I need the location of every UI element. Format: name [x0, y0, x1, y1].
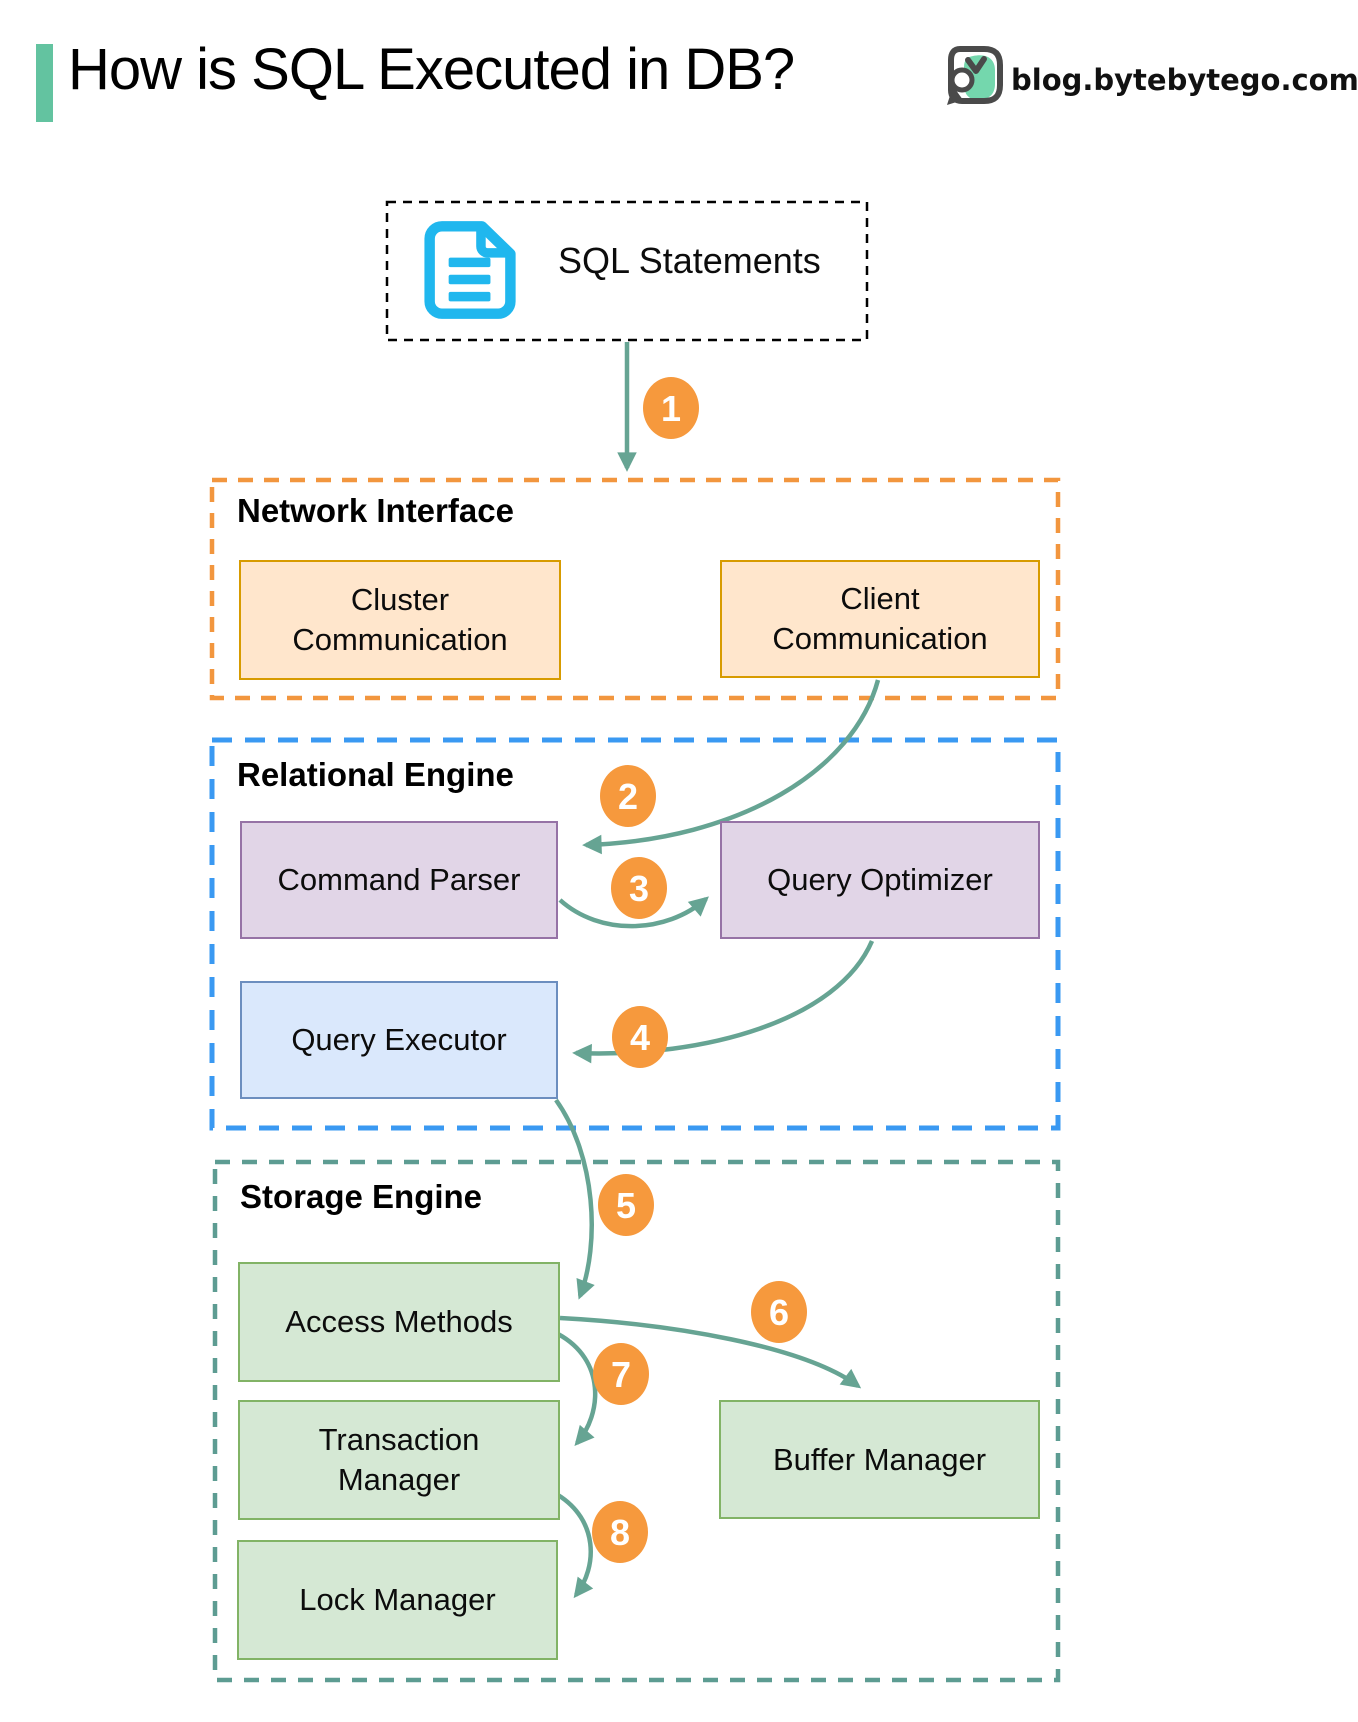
svg-text:1: 1 [661, 388, 681, 429]
node-label: Access Methods [285, 1304, 513, 1340]
flow-arrow-6 [559, 1315, 862, 1389]
svg-text:6: 6 [769, 1292, 789, 1333]
svg-text:7: 7 [611, 1354, 631, 1395]
container-network-interface [209, 477, 1061, 701]
node-label: Query Optimizer [767, 862, 993, 898]
svg-text:3: 3 [629, 868, 649, 909]
container-relational-engine [209, 737, 1061, 1131]
flow-arrow-8 [556, 1493, 594, 1599]
brand-site-text: blog.bytebytego.com [1011, 62, 1358, 97]
node-transaction-manager: Transaction Manager [238, 1400, 560, 1520]
node-label: Command Parser [277, 862, 521, 898]
node-label: Query Executor [291, 1022, 507, 1058]
node-label: Buffer Manager [772, 1441, 987, 1477]
step-badge-4: 4 [612, 1006, 668, 1068]
flow-arrow-7 [556, 1332, 598, 1446]
node-query-optimizer: Query Optimizer [720, 821, 1040, 939]
svg-text:4: 4 [630, 1017, 650, 1058]
storage-engine-label: Storage Engine [240, 1178, 483, 1215]
sql-statements-box [385, 200, 869, 342]
step-badge-5: 5 [598, 1174, 654, 1236]
node-command-parser: Command Parser [240, 821, 558, 939]
node-cluster-communication: Cluster Communication [239, 560, 561, 680]
node-query-executor: Query Executor [240, 981, 558, 1099]
node-label: Transaction Manager [318, 1422, 480, 1497]
document-icon [423, 219, 518, 326]
step-badge-8: 8 [592, 1501, 648, 1563]
flow-arrow-5 [554, 1098, 595, 1300]
node-access-methods: Access Methods [238, 1262, 560, 1382]
brand: blog.bytebytego.com [943, 44, 1358, 115]
step-badge-6: 6 [751, 1281, 807, 1343]
flow-arrow-2 [582, 679, 881, 855]
svg-text:8: 8 [610, 1512, 630, 1553]
sql-statements-label: SQL Statements [558, 240, 821, 281]
step-badge-7: 7 [593, 1343, 649, 1405]
step-badge-3: 3 [611, 857, 667, 919]
network-interface-label: Network Interface [237, 492, 514, 529]
node-label: Cluster Communication [292, 582, 508, 657]
title-accent-bar [36, 44, 53, 122]
node-buffer-manager: Buffer Manager [719, 1400, 1040, 1519]
svg-text:2: 2 [618, 776, 638, 817]
node-label: Client Communication [772, 581, 988, 656]
step-badge-2: 2 [600, 765, 656, 827]
page-title: How is SQL Executed in DB? [68, 37, 795, 102]
relational-engine-label: Relational Engine [237, 756, 514, 793]
flow-arrow-3 [558, 896, 709, 929]
node-lock-manager: Lock Manager [237, 1540, 558, 1660]
bytebytego-owl-icon [943, 44, 1005, 115]
node-client-communication: Client Communication [720, 560, 1040, 678]
step-badge-1: 1 [643, 377, 699, 439]
container-storage-engine [212, 1159, 1061, 1683]
node-label: Lock Manager [299, 1582, 496, 1618]
svg-text:5: 5 [616, 1185, 636, 1226]
